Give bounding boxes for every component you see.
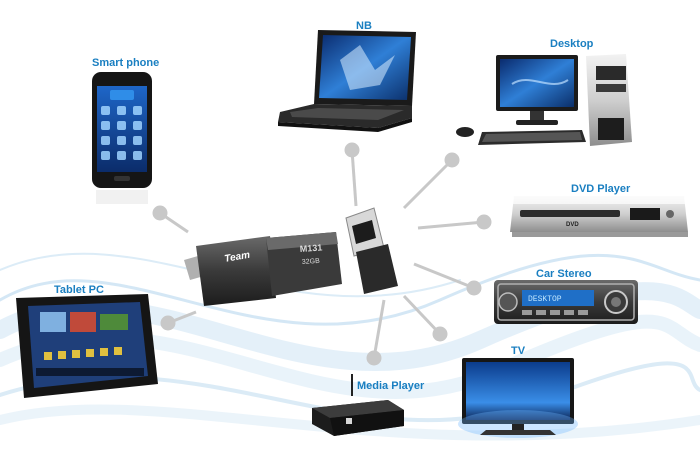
connector-node xyxy=(366,350,382,366)
connector-node xyxy=(344,142,360,158)
connector-node xyxy=(444,152,460,168)
label-car-stereo: Car Stereo xyxy=(536,268,592,280)
label-desktop: Desktop xyxy=(550,38,594,50)
label-media-player: Media Player xyxy=(357,380,425,392)
connector-node xyxy=(476,214,492,230)
label-nb: NB xyxy=(356,20,372,32)
laptop-image xyxy=(278,30,416,132)
product-brand-text: Team xyxy=(224,250,251,265)
flash-drive-image: Team M131 32GB xyxy=(184,207,398,306)
label-tablet-pc: Tablet PC xyxy=(54,284,104,296)
connector-node xyxy=(466,280,482,296)
stereo-display-text: DESKTOP xyxy=(528,295,562,304)
dvd-logo-text: DVD xyxy=(566,222,579,228)
car-stereo-image: DESKTOP xyxy=(494,280,638,324)
desktop-image xyxy=(456,54,632,146)
media-player-image xyxy=(312,374,404,436)
tv-image xyxy=(458,358,578,438)
label-tv: TV xyxy=(511,345,526,357)
dvd-player-image: DVD xyxy=(510,196,688,237)
smartphone-image xyxy=(92,72,152,204)
connector-node xyxy=(152,205,168,221)
tablet-image xyxy=(16,294,158,398)
label-smart-phone: Smart phone xyxy=(92,57,160,69)
label-dvd-player: DVD Player xyxy=(571,183,631,195)
connector-lines xyxy=(152,142,492,366)
product-model-text: M131 xyxy=(299,242,322,254)
connector-node xyxy=(432,326,448,342)
product-capacity-text: 32GB xyxy=(302,258,321,266)
connector-node xyxy=(160,315,176,331)
